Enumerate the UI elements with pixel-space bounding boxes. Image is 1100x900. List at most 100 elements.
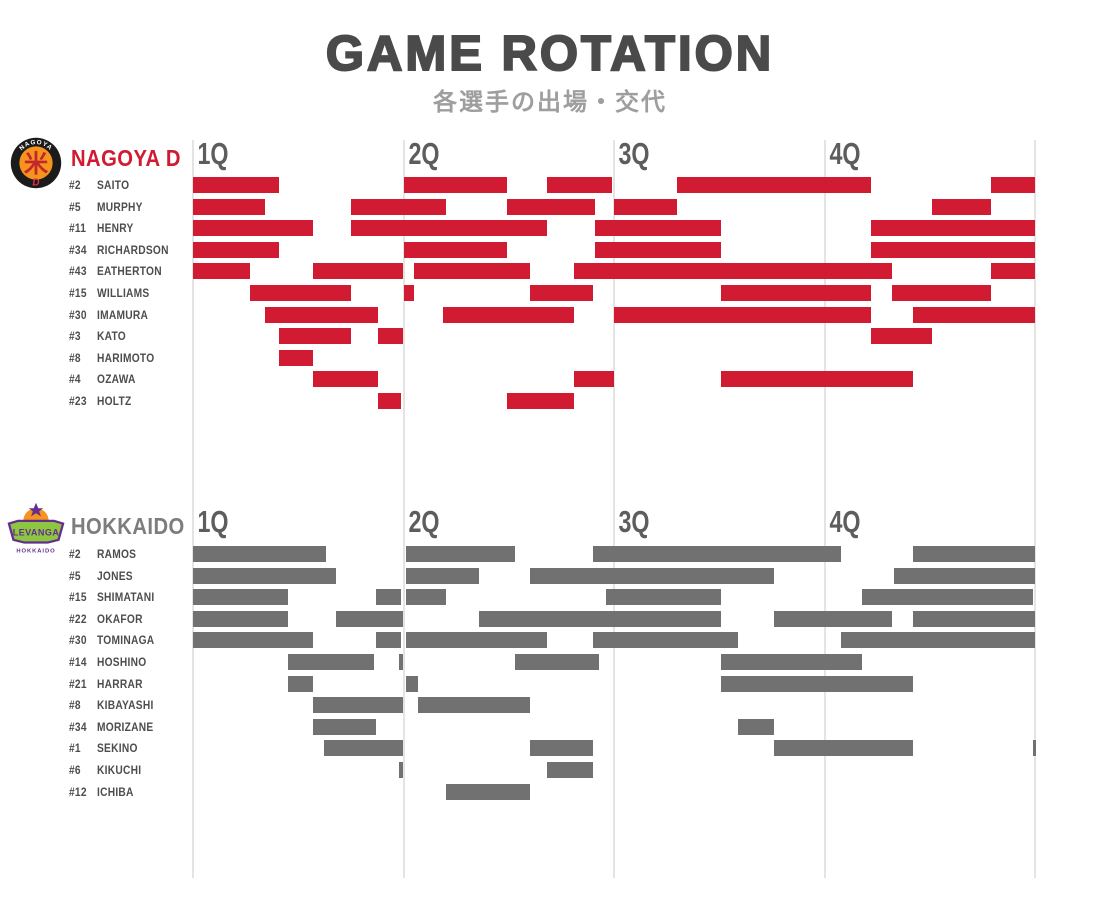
stint-bar (990, 263, 1035, 280)
player-row: #15 WILLIAMS (0, 285, 1100, 301)
quarter-label: 2Q (408, 136, 440, 171)
quarter-gridline (402, 140, 405, 878)
stint-bar (443, 306, 574, 323)
stint-bar (378, 328, 404, 345)
rotation-track (193, 263, 1035, 280)
stint-bar (405, 632, 547, 649)
player-number: #2 (69, 178, 81, 192)
stint-bar (605, 589, 722, 606)
stint-bar (323, 740, 404, 757)
stint-bar (279, 349, 313, 366)
quarter-grid (192, 140, 1036, 878)
player-number: #15 (69, 286, 87, 300)
player-number: #34 (69, 242, 87, 257)
player-name: WILLIAMS (97, 286, 150, 300)
stint-bar (193, 632, 313, 649)
quarter-label: 3Q (618, 136, 650, 171)
player-name: IMAMURA (97, 307, 149, 322)
player-name: MORIZANE (97, 719, 154, 734)
player-name: MURPHY (97, 199, 143, 214)
player-row: #1 SEKINO (0, 740, 1100, 757)
stint-bar (506, 198, 596, 215)
stint-bar (515, 654, 600, 670)
quarter-gridline (1034, 140, 1036, 878)
player-name: SAITO (97, 178, 130, 192)
stint-bar (312, 718, 377, 735)
stint-bar (193, 177, 280, 193)
stint-bar (403, 177, 507, 193)
stint-bar (405, 675, 419, 692)
stint-bar (414, 263, 530, 280)
rotation-track (193, 697, 1035, 714)
stint-bar (614, 306, 871, 323)
rotation-track (193, 740, 1036, 757)
stint-bar (193, 610, 288, 627)
quarter-label: 4Q (829, 504, 861, 539)
quarter-label: 3Q (618, 504, 650, 539)
stint-bar (893, 567, 1035, 584)
rotation-track (193, 783, 1035, 800)
stint-bar (721, 654, 863, 670)
player-number: #1 (69, 741, 81, 756)
stint-bar (336, 610, 404, 627)
player-number: #2 (69, 547, 81, 561)
stint-bar (912, 610, 1035, 627)
player-name: OZAWA (97, 372, 136, 387)
stint-bar (279, 328, 351, 345)
stint-bar (193, 546, 326, 562)
rotation-track (193, 328, 1035, 345)
stint-bar (592, 632, 739, 649)
quarter-label: 4Q (829, 136, 861, 171)
player-name: SEKINO (97, 741, 138, 756)
player-name: KIBAYASHI (97, 698, 154, 713)
rotation-track (193, 610, 1035, 627)
stint-bar (506, 393, 574, 409)
team-name-nagoya: NAGOYA D (71, 145, 181, 171)
player-name: KATO (97, 329, 126, 344)
rotation-track (193, 675, 1035, 692)
player-row: #30 IMAMURA (0, 306, 1100, 323)
stint-bar (595, 220, 722, 237)
rotation-track (193, 306, 1035, 323)
nagoya-logo-letter: D (32, 178, 39, 189)
page-subtitle: 各選手の出場・交代 (433, 89, 667, 116)
stint-bar (405, 546, 516, 562)
player-name: JONES (97, 568, 133, 583)
player-number: #15 (69, 590, 87, 605)
rotation-track (193, 567, 1035, 584)
stint-bar (312, 697, 404, 714)
player-number: #34 (69, 719, 87, 734)
stint-bar (249, 285, 351, 301)
stint-bar (403, 241, 507, 258)
stint-bar (592, 546, 842, 562)
player-number: #30 (69, 633, 87, 648)
stint-bar (721, 285, 871, 301)
player-name: RAMOS (97, 547, 137, 561)
stint-bar (376, 632, 402, 649)
rotation-track (193, 285, 1035, 301)
player-name: HARIMOTO (97, 350, 155, 365)
stint-bar (870, 220, 1035, 237)
rotation-track (193, 546, 1035, 562)
stint-bar (193, 567, 337, 584)
stint-bar (574, 263, 892, 280)
player-number: #8 (69, 698, 81, 713)
player-name: TOMINAGA (97, 633, 155, 648)
stint-bar (193, 263, 250, 280)
hokkaido-logo: LEVANGA HOKKAIDO (7, 502, 65, 554)
stint-bar (287, 654, 375, 670)
player-name: ICHIBA (97, 784, 134, 799)
player-row: #8 KIBAYASHI (0, 697, 1100, 714)
quarter-label: 1Q (197, 504, 229, 539)
nagoya-d-logo: 米 NAGOYA D (10, 137, 62, 189)
player-number: #30 (69, 307, 87, 322)
stint-bar (193, 589, 288, 606)
